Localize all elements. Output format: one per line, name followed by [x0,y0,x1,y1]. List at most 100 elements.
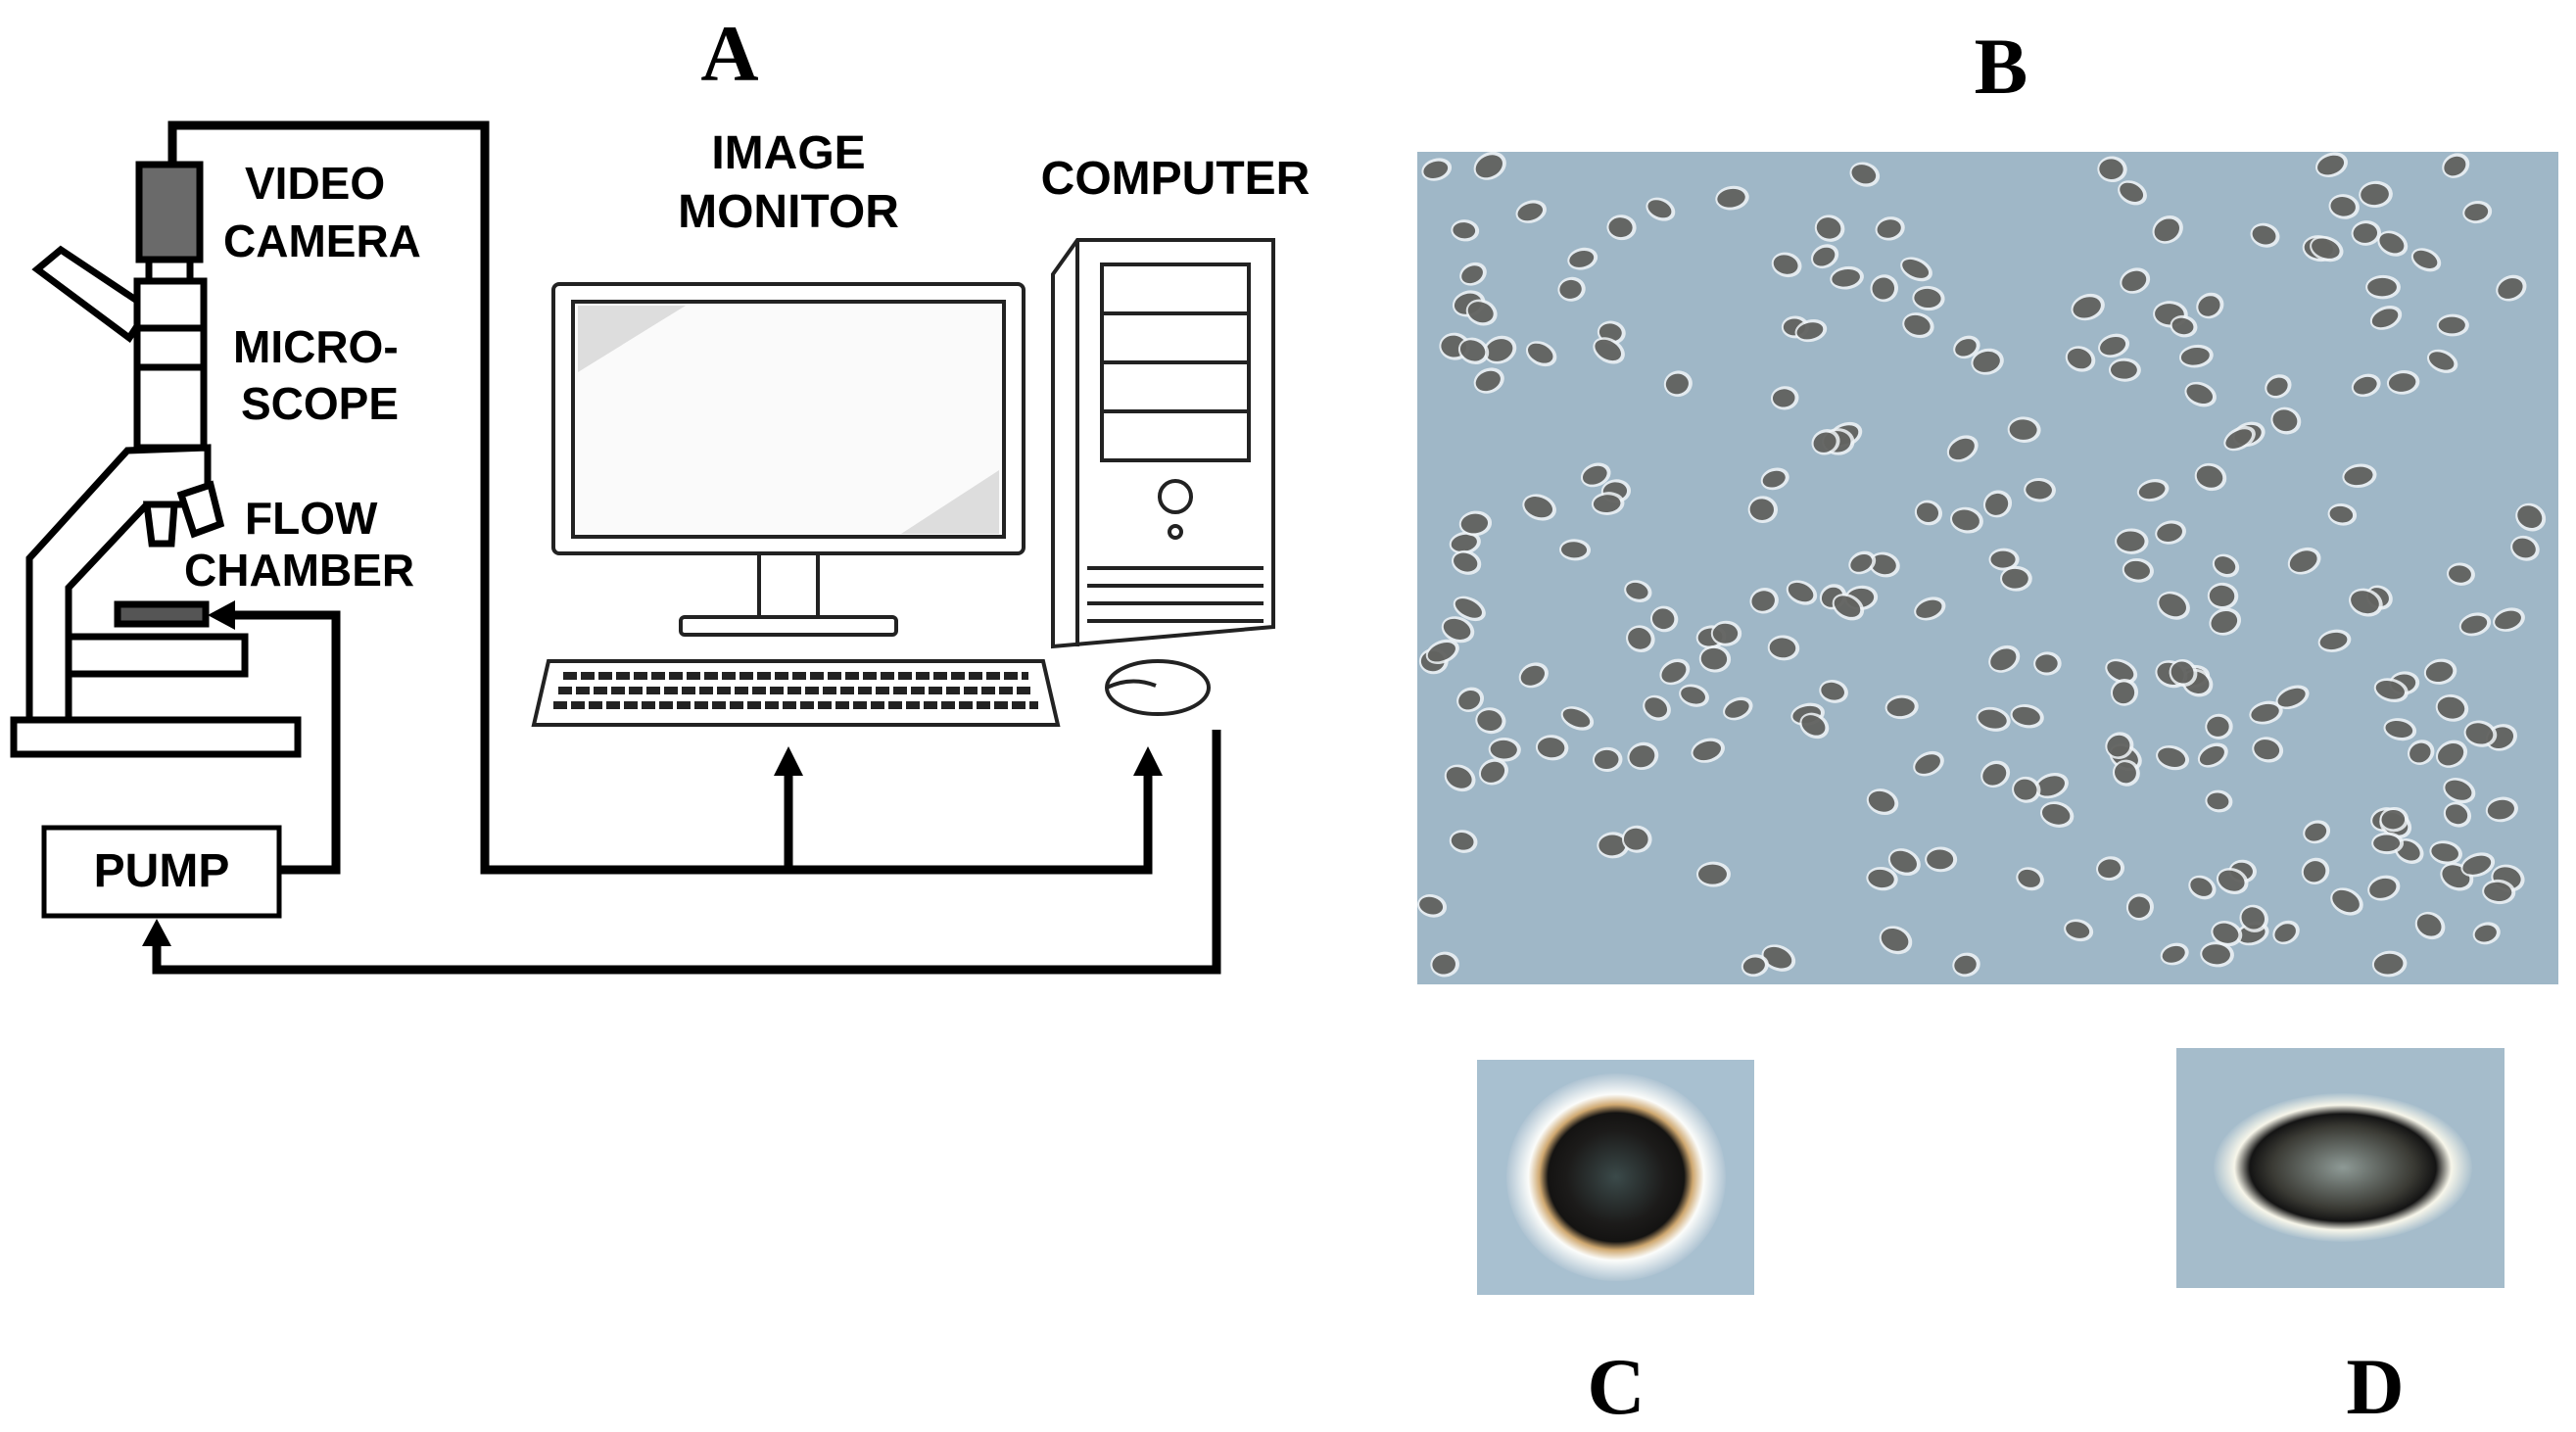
cell [2205,713,2233,740]
cell [1810,244,1839,269]
cell [2327,503,2358,526]
cell [2110,678,2139,706]
cell [1830,265,1864,290]
cell [2152,215,2183,244]
cell [2458,612,2492,637]
cell [1819,680,1848,703]
cell [1451,549,1482,575]
cell [2033,651,2062,676]
cell [2209,607,2242,636]
cell [2196,292,2224,319]
cell [2275,685,2310,710]
cell [2216,867,2249,895]
cell [2155,520,2186,545]
cell [1535,735,1569,761]
label-computer: COMPUTER [1041,153,1311,205]
cell [1417,893,1448,918]
cell [1430,951,1459,978]
cell [2349,588,2383,617]
cell [1643,694,1671,721]
cell [2447,562,2475,586]
cell [1786,580,1818,605]
cell [1866,866,1898,891]
cell [1478,758,1509,786]
cell [1814,215,1845,242]
connection-lines [152,120,1221,975]
cell [1913,750,1944,777]
cell [2342,463,2377,488]
cell [1679,684,1709,707]
cell [1988,644,2021,673]
cell [2097,156,2127,183]
cell [1988,548,2020,571]
cell [2024,478,2056,502]
cell [1794,319,1828,343]
cell [1592,746,1623,772]
cell [1695,861,1731,887]
cell [1522,494,1556,521]
cell [1950,506,1983,534]
monitor-icon [551,282,1026,637]
cell [1473,367,1504,394]
cell [1580,462,1611,488]
panel-b-label: B [1975,22,2028,111]
cell [2096,856,2125,882]
cell [2039,801,2075,828]
cell [2122,557,2154,583]
cell [2379,806,2409,833]
eyepiece-icon [31,245,154,344]
cell [2105,732,2134,759]
panel-c-label: C [1587,1342,1645,1431]
cell [2371,832,2405,855]
cell [2462,200,2493,224]
cell [1799,712,1830,740]
cell [1515,200,1547,223]
cell [2197,742,2228,768]
cell [2515,502,2547,532]
micrograph-cells [1417,151,2547,978]
cell [1760,467,1789,491]
cell [2156,744,2190,771]
cell [1741,954,1769,978]
label-scope: SCOPE [241,378,399,429]
label-image: IMAGE [711,127,865,179]
label-pump: PUMP [94,845,230,897]
label-micro: MICRO- [233,321,399,372]
flow-chamber-icon [114,600,210,628]
closeup-c-halo [1506,1074,1726,1281]
cell [1453,596,1486,622]
cell [2371,950,2408,978]
cell [2200,941,2234,968]
cell [1591,492,1625,515]
cell [2369,305,2403,330]
cell [1887,848,1921,877]
cell [1659,658,1691,686]
cell [1518,662,1549,689]
panel-a: A VIDEO CAMERA MICRO- [10,9,1311,975]
keyboard-icon [531,659,1061,727]
cell [1710,620,1742,646]
cell [1606,215,1637,241]
cell [2065,346,2096,372]
objective-icon [143,501,178,548]
cell [1458,510,1493,537]
microscope-drawing [10,161,302,758]
cell [2482,879,2516,905]
cell [2108,358,2141,382]
cell [1691,738,1725,763]
cell [2250,222,2280,248]
cell [2460,852,2496,878]
cell [2377,230,2409,257]
cell [1912,285,1945,311]
panel-a-label: A [700,9,758,98]
cell [1451,219,1480,242]
cell [2105,658,2138,685]
cell [2252,737,2284,763]
panel-c: C [1477,1060,1754,1431]
cell [2303,820,2331,844]
cell [2365,274,2401,300]
cell [1627,741,1659,771]
video-camera-icon [135,161,204,263]
cell [1557,276,1586,302]
